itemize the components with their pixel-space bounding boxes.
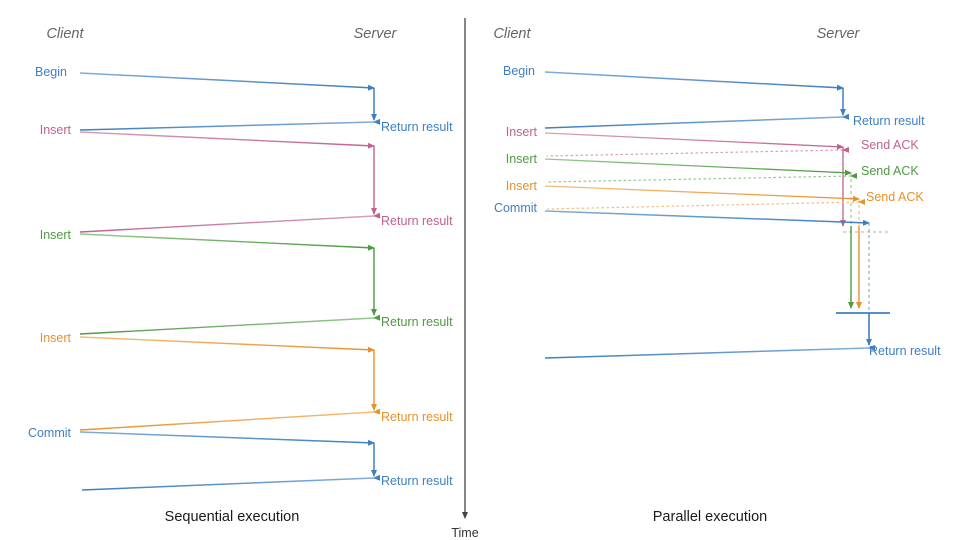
parallel-server-label-begin: Return result (853, 114, 925, 128)
parallel-server-label-ack-2: Send ACK (861, 164, 919, 178)
parallel-client-label-insert-3: Insert (506, 179, 538, 193)
sequential-client-label-begin: Begin (35, 65, 67, 79)
parallel-send-insert-2 (544, 158, 852, 176)
parallel-server-label-ack-1: Send ACK (861, 138, 919, 152)
response-arrow-insert-2 (79, 314, 381, 335)
request-arrow-begin (79, 72, 375, 91)
sequential-server-header: Server (354, 26, 398, 42)
sequential-client-label-insert-1: Insert (40, 123, 72, 137)
sequential-txn-insert-1 (79, 131, 381, 233)
panel-sequential: Client Server (28, 26, 453, 525)
sequential-server-label-insert-2: Return result (381, 315, 453, 329)
parallel-final-response-arrow (544, 344, 876, 359)
parallel-op-insert-2 (544, 158, 858, 309)
parallel-op-insert-3 (544, 185, 866, 309)
sequential-server-label-begin: Return result (381, 120, 453, 134)
parallel-caption: Parallel execution (653, 509, 767, 525)
parallel-ack-insert-2 (546, 172, 858, 183)
parallel-ack-insert-3 (546, 198, 866, 210)
parallel-client-header: Client (493, 26, 531, 42)
sequential-txn-commit (79, 431, 381, 491)
time-axis-label: Time (451, 526, 478, 540)
request-arrow-insert-1 (79, 131, 375, 149)
response-arrow-commit (81, 474, 381, 491)
parallel-client-label-begin: Begin (503, 64, 535, 78)
sequential-txn-insert-3 (79, 336, 381, 431)
response-arrow-insert-3 (79, 408, 381, 431)
parallel-client-label-insert-1: Insert (506, 125, 538, 139)
sequential-client-label-insert-2: Insert (40, 228, 72, 242)
response-arrow-begin (79, 118, 381, 131)
parallel-ack-insert-1 (546, 146, 850, 157)
sequential-txn-insert-2 (79, 233, 381, 335)
parallel-send-insert-3 (544, 185, 860, 202)
sequential-txn-begin (79, 72, 381, 131)
parallel-send-commit (544, 210, 870, 226)
sequential-server-label-insert-1: Return result (381, 214, 453, 228)
request-arrow-commit (79, 431, 375, 446)
request-arrow-insert-2 (79, 233, 375, 251)
response-arrow-insert-1 (79, 212, 381, 233)
sequential-server-label-insert-3: Return result (381, 410, 453, 424)
parallel-server-header: Server (817, 26, 861, 42)
sequential-server-label-commit: Return result (381, 474, 453, 488)
parallel-txn-begin (544, 71, 850, 129)
parallel-server-label-final: Return result (869, 344, 941, 358)
sequential-client-label-commit: Commit (28, 426, 72, 440)
parallel-op-commit (544, 210, 870, 312)
parallel-client-label-insert-2: Insert (506, 152, 538, 166)
sequential-caption: Sequential execution (165, 509, 300, 525)
parallel-server-label-ack-3: Send ACK (866, 190, 924, 204)
sequential-client-header: Client (46, 26, 84, 42)
request-arrow-insert-3 (79, 336, 375, 353)
parallel-send-insert-1 (544, 132, 844, 150)
sequential-client-label-insert-3: Insert (40, 331, 72, 345)
parallel-response-arrow-begin (544, 113, 850, 129)
parallel-final-return (544, 313, 876, 359)
parallel-client-label-commit: Commit (494, 201, 538, 215)
panel-parallel: Client Server (493, 26, 941, 525)
parallel-request-arrow-begin (544, 71, 844, 91)
